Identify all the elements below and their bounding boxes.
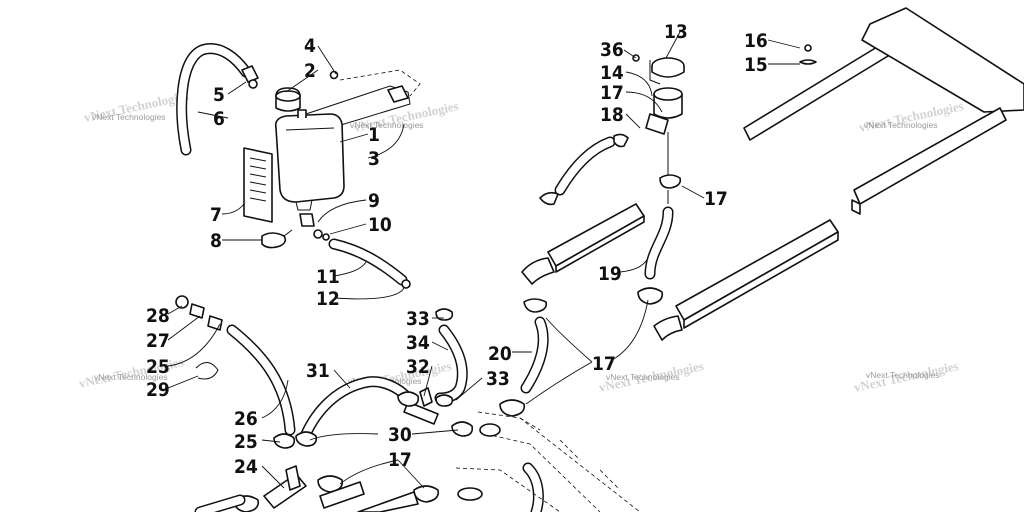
watermark: vNext Technologies <box>866 370 940 380</box>
callout-11: 11 <box>316 266 340 288</box>
callout-17-mid: 17 <box>592 353 616 375</box>
bleeder-28-27 <box>175 295 223 331</box>
callout-26: 26 <box>234 408 258 430</box>
drain-hose-11 <box>328 238 411 289</box>
hose-fitting-5 <box>241 65 259 89</box>
filler-neck-14 <box>645 87 683 135</box>
callout-33-upper: 33 <box>406 308 430 330</box>
callout-28: 28 <box>146 305 170 327</box>
cooling-tube-right <box>653 219 839 341</box>
callout-14: 14 <box>600 62 624 84</box>
tube-24 <box>263 465 307 509</box>
clamps-lower <box>233 308 474 512</box>
upper-hose-18 <box>539 133 629 206</box>
callout-5: 5 <box>213 84 225 106</box>
reservoir-cap-2 <box>275 87 301 112</box>
hose-31 <box>300 376 412 440</box>
radiator-cap-13 <box>649 57 685 85</box>
callout-31: 31 <box>306 360 330 382</box>
clamp-17-upper <box>659 174 682 189</box>
watermark: vNext Technologies <box>350 120 424 130</box>
callout-29: 29 <box>146 379 170 401</box>
hose-20 <box>520 298 549 394</box>
callout-16: 16 <box>744 30 768 52</box>
callout-30: 30 <box>388 424 412 446</box>
callout-6: 6 <box>213 108 225 130</box>
callout-1: 1 <box>368 124 380 146</box>
hose-19 <box>644 206 674 280</box>
callout-34: 34 <box>406 332 430 354</box>
engine-outline <box>455 411 641 512</box>
hose-26 <box>226 324 296 436</box>
fastener-16 <box>799 44 817 65</box>
coolant-reservoir-1 <box>274 109 345 211</box>
callout-36: 36 <box>600 39 624 61</box>
watermark: vNext Technologies <box>606 372 680 382</box>
callout-17-lower: 17 <box>388 449 412 471</box>
callout-25-lower: 25 <box>234 431 258 453</box>
callout-33-lower: 33 <box>486 368 510 390</box>
decal-7 <box>243 147 273 223</box>
support-frame-15 <box>743 7 1024 215</box>
fitting-9-10 <box>299 213 330 241</box>
watermark: vNext Technologies <box>92 112 166 122</box>
callout-8: 8 <box>210 230 222 252</box>
callout-labels: 4 2 5 6 1 3 7 8 9 10 11 12 13 36 14 17 1… <box>146 21 768 478</box>
callout-3: 3 <box>368 148 380 170</box>
callout-2: 2 <box>304 60 316 82</box>
callout-17-side: 17 <box>704 188 728 210</box>
callout-18: 18 <box>600 104 624 126</box>
callout-15: 15 <box>744 54 768 76</box>
callout-9: 9 <box>368 190 380 212</box>
callout-20: 20 <box>488 343 512 365</box>
leader-lines <box>167 31 801 489</box>
reservoir-bracket-3 <box>299 69 421 133</box>
callout-4: 4 <box>304 35 316 57</box>
snap-ring-29 <box>195 362 219 380</box>
callout-12: 12 <box>316 288 340 310</box>
clamp-17-mid <box>499 287 664 417</box>
callout-24: 24 <box>234 456 258 478</box>
watermark: vNext Technologies <box>864 120 938 130</box>
callout-25-upper: 25 <box>146 356 170 378</box>
overflow-hose-6 <box>176 43 252 156</box>
watermark: vNext Technologies <box>94 372 168 382</box>
callout-19: 19 <box>598 263 622 285</box>
callout-27: 27 <box>146 330 170 352</box>
callout-32: 32 <box>406 356 430 378</box>
hose-clamp-8 <box>261 229 293 249</box>
cooling-tube-left <box>521 203 645 285</box>
callout-10: 10 <box>368 214 392 236</box>
callout-17-upper: 17 <box>600 82 624 104</box>
callout-13: 13 <box>664 21 688 43</box>
callout-7: 7 <box>210 204 222 226</box>
lower-hoses <box>194 462 544 512</box>
